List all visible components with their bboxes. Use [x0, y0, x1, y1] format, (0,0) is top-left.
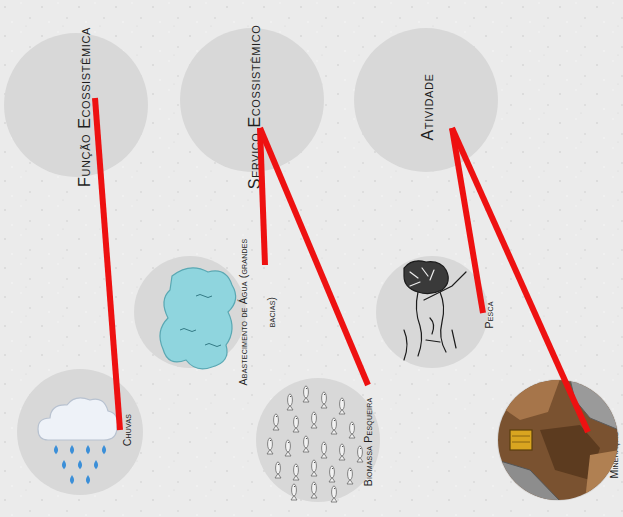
fish	[339, 444, 345, 460]
category-circle: Mineração	[497, 379, 619, 501]
connector-line	[452, 128, 483, 313]
gold-detail	[512, 436, 530, 442]
rain-drop	[94, 460, 98, 469]
category-circle: Chuvas	[17, 369, 143, 495]
fish	[311, 482, 317, 498]
rain-drop	[62, 460, 66, 469]
rain-cloud-icon	[38, 398, 117, 484]
fish	[349, 422, 355, 438]
fish	[287, 394, 293, 410]
connector-line	[95, 98, 120, 430]
rain-drop	[70, 445, 74, 454]
fish	[331, 486, 337, 502]
category-title: Função Ecossistêmica	[76, 27, 94, 187]
fish	[357, 446, 363, 462]
fish	[275, 462, 281, 478]
rain-drop	[54, 445, 58, 454]
item-label: Mineração	[608, 431, 620, 478]
rain-drop	[70, 475, 74, 484]
fish	[321, 442, 327, 458]
rock	[570, 379, 619, 430]
category-title: Atividade	[419, 74, 437, 141]
fish	[311, 460, 317, 476]
fish	[303, 386, 309, 402]
rock	[497, 379, 560, 420]
fish	[331, 418, 337, 434]
category-circle: Função Ecossistêmica	[4, 33, 148, 177]
sketch-hatch	[410, 268, 434, 286]
sketch-line	[416, 292, 421, 356]
water-wave	[205, 344, 221, 347]
item-label: Abastecimento de Água (grandes bacias)	[229, 232, 285, 392]
connector-line	[260, 128, 265, 265]
fish	[273, 414, 279, 430]
mine-wall	[497, 379, 619, 501]
fisherman-head	[404, 261, 448, 294]
rock	[540, 425, 600, 480]
sketch-line	[404, 330, 456, 360]
category-circle: Serviço Ecossistêmico	[180, 28, 324, 172]
fish	[267, 438, 273, 454]
rain-drop	[102, 445, 106, 454]
fisherman-icon	[404, 261, 466, 360]
water-wave	[196, 295, 212, 298]
fish	[321, 392, 327, 408]
connector-line	[452, 128, 588, 432]
fish	[311, 412, 317, 428]
fish	[291, 484, 297, 500]
rock	[497, 460, 560, 501]
fish	[293, 464, 299, 480]
sketch-line	[426, 318, 440, 342]
rain-drop	[86, 445, 90, 454]
fishing-rod	[424, 272, 466, 300]
fish	[293, 416, 299, 432]
category-circle: Abastecimento de Água (grandes bacias)	[134, 256, 246, 368]
category-title: Serviço Ecossistêmico	[246, 25, 264, 190]
water-blob	[160, 268, 236, 369]
category-circle: Biomassa Pesqueira	[256, 378, 380, 502]
fish	[329, 466, 335, 482]
rain-drop	[78, 460, 82, 469]
connector-line	[260, 128, 368, 385]
item-label: Pesca	[483, 301, 495, 328]
fish	[347, 468, 353, 484]
rain-drop	[86, 475, 90, 484]
fish	[285, 440, 291, 456]
mining-icon	[497, 379, 619, 501]
sketch-line	[440, 292, 446, 352]
rock	[585, 450, 619, 501]
cloud-shape	[38, 398, 117, 440]
fish-school-icon	[267, 386, 363, 502]
water-icon	[160, 268, 236, 369]
fish	[303, 436, 309, 452]
gold-nugget	[510, 430, 532, 450]
category-circle: Pesca	[376, 256, 488, 368]
item-label: Biomassa Pesqueira	[362, 398, 374, 487]
water-wave	[180, 329, 196, 332]
item-label: Chuvas	[121, 414, 133, 446]
fish	[339, 398, 345, 414]
category-circle: Atividade	[354, 28, 498, 172]
